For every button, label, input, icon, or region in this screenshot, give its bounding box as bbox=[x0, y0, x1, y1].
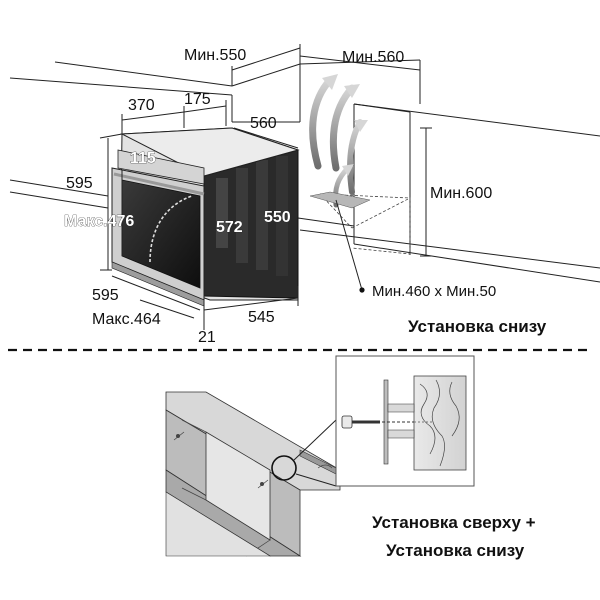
dim-545: 545 bbox=[248, 309, 275, 326]
top-dimension-labels: Мин.550 Мин.560 370 175 560 115 595 Макс… bbox=[64, 47, 497, 346]
dim-550: 550 bbox=[264, 209, 291, 226]
top-dimension-lines bbox=[99, 44, 432, 330]
dim-max-464: Макс.464 bbox=[92, 311, 161, 328]
oven-body bbox=[111, 127, 300, 307]
dim-115: 115 bbox=[130, 150, 156, 167]
dim-min-600: Мин.600 bbox=[430, 185, 492, 202]
bottom-cabinet bbox=[165, 391, 341, 557]
dim-min-550: Мин.550 bbox=[184, 47, 246, 64]
dim-max-476: Макс.476 bbox=[64, 213, 134, 230]
dim-595-bottom: 595 bbox=[92, 287, 119, 304]
dim-min-560: Мин.560 bbox=[342, 49, 404, 66]
ventilation-arrows bbox=[309, 74, 371, 209]
dim-370: 370 bbox=[128, 97, 155, 114]
dim-572: 572 bbox=[216, 219, 243, 236]
dim-min-460x50: Мин.460 x Мин.50 bbox=[372, 283, 496, 300]
caption-install-bottom-2: Установка снизу bbox=[386, 541, 525, 560]
top-cabinet-lines bbox=[9, 59, 600, 283]
dim-175: 175 bbox=[184, 91, 211, 108]
screw-detail-inset bbox=[335, 355, 475, 487]
caption-install-top-and-bottom: Установка сверху + bbox=[372, 513, 536, 532]
dim-560: 560 bbox=[250, 115, 277, 132]
dim-595-top: 595 bbox=[66, 175, 93, 192]
dim-21: 21 bbox=[198, 329, 216, 346]
caption-install-bottom: Установка снизу bbox=[408, 317, 547, 336]
